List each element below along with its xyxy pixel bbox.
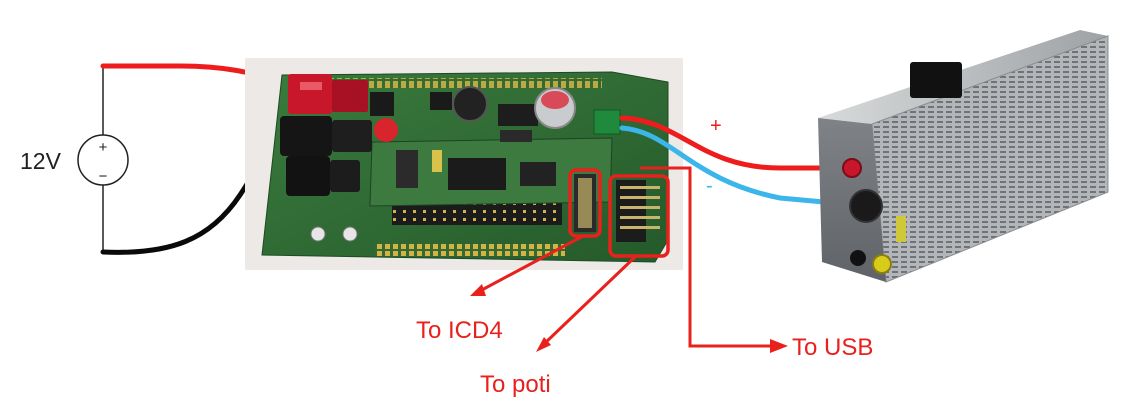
icd4-arrow: [470, 234, 584, 296]
positive-lead-label: +: [710, 115, 722, 137]
supply-positive-lead: [619, 115, 845, 171]
usb-callout-label: To USB: [792, 334, 873, 361]
supply-handle: [910, 62, 962, 98]
supply-knob: [849, 189, 883, 223]
source-minus-sign: −: [99, 168, 108, 185]
black-banana-plugs: [280, 116, 372, 196]
supply-black-terminal: [850, 250, 866, 266]
red-banana-plug: [288, 74, 368, 114]
negative-lead-label: -: [706, 175, 713, 197]
source-symbol: [77, 134, 129, 186]
poti-header: [616, 180, 646, 242]
power-supply: [818, 30, 1109, 283]
icd4-callout-label: To ICD4: [416, 317, 503, 344]
board-photo: [245, 58, 683, 270]
source-plus-sign: +: [99, 139, 108, 156]
voltage-source: + − 12V: [20, 66, 129, 252]
poti-arrow: [536, 254, 638, 352]
usb-arrow: [640, 166, 788, 353]
terminal-block: [593, 109, 621, 135]
supply-negative-lead: [619, 125, 871, 209]
supply-yellow-terminal: [872, 254, 892, 274]
inductor: [452, 86, 488, 122]
icd4-highlight-box: [568, 168, 602, 238]
poti-highlight-box: [608, 174, 670, 258]
source-voltage-label: 12V: [20, 148, 62, 174]
pcb-header-row: [392, 203, 562, 225]
pcb-pad-strip: [375, 244, 565, 256]
supply-red-terminal: [842, 158, 862, 178]
poti-callout-label: To poti: [480, 371, 551, 398]
